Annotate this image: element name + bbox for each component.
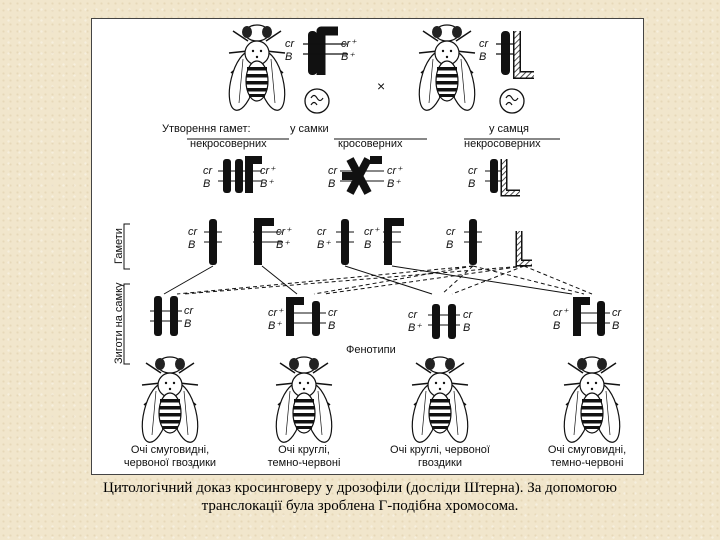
- crossover-label: кросоверних: [338, 138, 403, 150]
- sperm-cell-icon: [499, 88, 525, 114]
- chromosome-straight: [501, 31, 510, 75]
- offspring-fly-1: [136, 356, 204, 446]
- svg-text:B: B: [328, 178, 335, 190]
- svg-text:cr: cr: [612, 307, 623, 319]
- svg-text:cr: cr: [317, 226, 328, 238]
- gene-cr-label: cr: [479, 38, 490, 50]
- svg-text:B⁺: B⁺: [317, 239, 331, 251]
- svg-text:cr⁺: cr⁺: [553, 307, 569, 319]
- svg-text:B: B: [446, 239, 453, 251]
- noncross-right-label: некросоверних: [464, 138, 541, 150]
- phenotype-2-line1: Очі круглі,: [278, 444, 330, 456]
- phenotype-4-line2: темно-червоні: [551, 457, 624, 469]
- gene-b-label: B: [479, 51, 486, 63]
- noncross-left-label: некросоверних: [190, 138, 267, 150]
- male-parent-fly: [413, 24, 481, 114]
- male-label: у самця: [489, 123, 529, 135]
- svg-text:B⁺: B⁺: [408, 322, 422, 334]
- svg-text:B: B: [612, 320, 619, 332]
- caption-line-2: транслокації була зроблена Г-подібна хро…: [201, 498, 519, 514]
- svg-text:B: B: [553, 320, 560, 332]
- figure-caption: Цитологічний доказ кросинговеру у дрозоф…: [40, 479, 680, 515]
- gene-cr-label: cr: [285, 38, 296, 50]
- gametes-side-label: Гамети: [113, 228, 125, 264]
- svg-text:cr: cr: [463, 309, 474, 321]
- gene-b-label: B: [285, 51, 292, 63]
- svg-text:cr⁺: cr⁺: [260, 165, 276, 177]
- female-parent-fly: [223, 24, 291, 114]
- svg-text:cr: cr: [468, 165, 479, 177]
- phenotypes-label: Фенотипи: [346, 344, 396, 356]
- offspring-fly-3: [406, 356, 474, 446]
- svg-text:cr: cr: [446, 226, 457, 238]
- formation-label: Утворення гамет:: [162, 123, 251, 135]
- svg-text:cr: cr: [184, 305, 195, 317]
- phenotype-3-line2: гвоздики: [418, 457, 462, 469]
- svg-text:B: B: [328, 320, 335, 332]
- chromosome-straight: [308, 31, 317, 75]
- chromosome-gamma: [316, 26, 338, 75]
- svg-text:cr: cr: [408, 309, 419, 321]
- svg-text:B⁺: B⁺: [260, 178, 274, 190]
- offspring-fly-4: [558, 356, 626, 446]
- svg-text:B: B: [364, 239, 371, 251]
- phenotype-4-line1: Очі смуговидні,: [548, 444, 626, 456]
- svg-text:cr⁺: cr⁺: [364, 226, 380, 238]
- svg-text:cr: cr: [188, 226, 199, 238]
- svg-text:B: B: [468, 178, 475, 190]
- crossover-diagram: cr B cr⁺ B⁺ × cr B Утворення гамет: у са…: [113, 24, 626, 469]
- svg-text:B⁺: B⁺: [268, 320, 282, 332]
- egg-cell-icon: [304, 88, 330, 114]
- female-label: у самки: [290, 123, 329, 135]
- diagram-figure: cr B cr⁺ B⁺ × cr B Утворення гамет: у са…: [91, 18, 644, 475]
- offspring-fly-2: [270, 356, 338, 446]
- svg-text:cr⁺: cr⁺: [387, 165, 403, 177]
- svg-text:B⁺: B⁺: [276, 239, 290, 251]
- svg-text:cr: cr: [328, 307, 339, 319]
- svg-text:cr: cr: [203, 165, 214, 177]
- svg-text:B⁺: B⁺: [387, 178, 401, 190]
- svg-text:B: B: [188, 239, 195, 251]
- caption-line-1: Цитологічний доказ кросинговеру у дрозоф…: [103, 480, 617, 496]
- svg-text:cr: cr: [328, 165, 339, 177]
- gene-b-plus-label: B⁺: [341, 51, 355, 63]
- zygotes-side-label: Зиготи на самку: [113, 282, 125, 364]
- phenotype-1-line2: червоної гвоздики: [124, 457, 216, 469]
- svg-text:B: B: [184, 318, 191, 330]
- svg-text:B: B: [463, 322, 470, 334]
- svg-text:B: B: [203, 178, 210, 190]
- cross-sign: ×: [377, 78, 385, 94]
- svg-text:cr⁺: cr⁺: [276, 226, 292, 238]
- phenotype-3-line1: Очі круглі, червоної: [390, 444, 490, 456]
- gene-cr-plus-label: cr⁺: [341, 38, 357, 50]
- phenotype-2-line2: темно-червоні: [268, 457, 341, 469]
- phenotype-1-line1: Очі смуговидні,: [131, 444, 209, 456]
- svg-text:cr⁺: cr⁺: [268, 307, 284, 319]
- chromosome-y: [513, 31, 534, 79]
- chiasma-icon: [346, 157, 372, 195]
